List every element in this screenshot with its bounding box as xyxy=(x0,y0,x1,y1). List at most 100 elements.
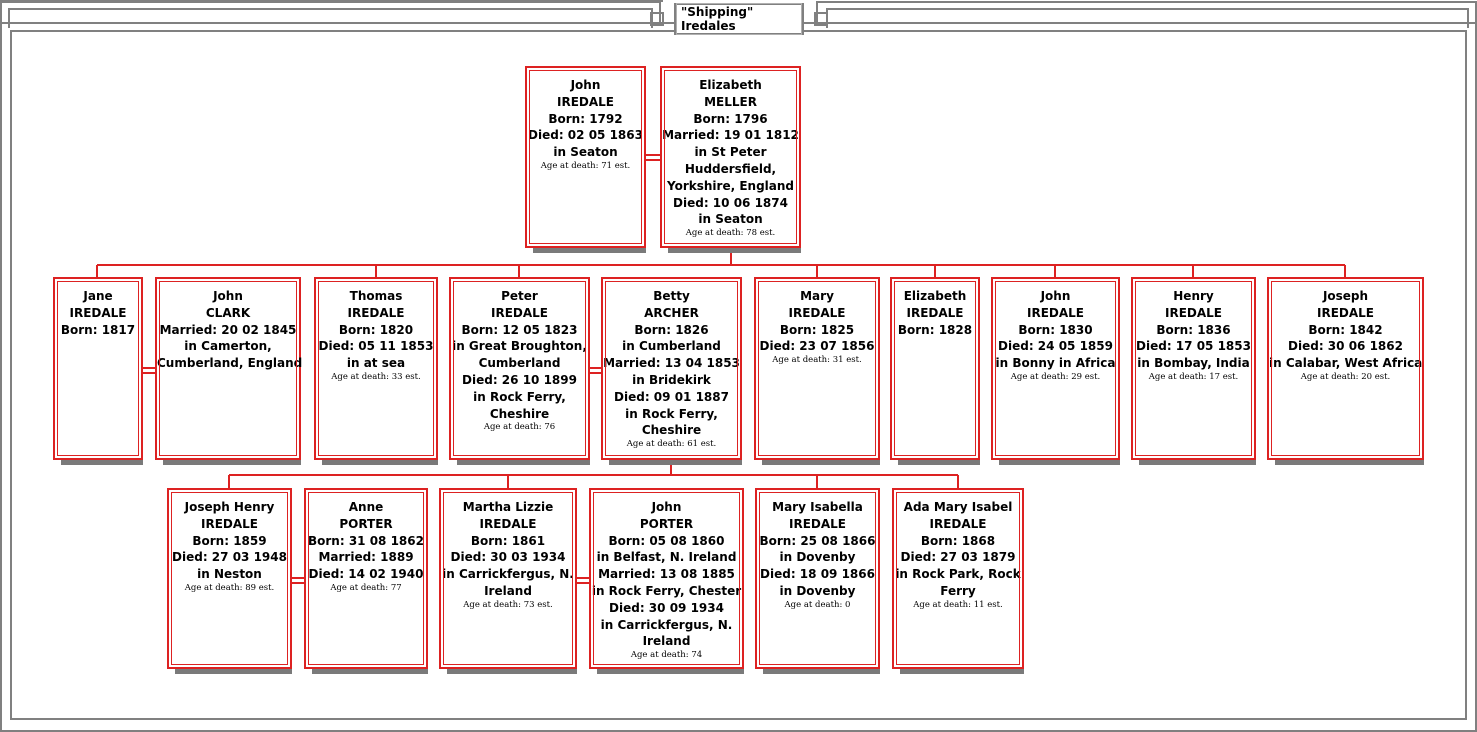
person-detail: Born: 25 08 1866 xyxy=(759,533,876,548)
card-shadow xyxy=(898,460,980,465)
person-given-name: Martha Lizzie xyxy=(462,500,554,514)
person-given-name: Ada Mary Isabel xyxy=(903,500,1013,514)
card-shadow xyxy=(322,460,438,465)
person-detail: in Great Broughton, xyxy=(452,339,587,354)
person-surname: IREDALE xyxy=(789,516,846,531)
person-detail: Ireland xyxy=(642,634,691,649)
person-given-name: Mary Isabella xyxy=(772,500,863,514)
person-detail: in Neston xyxy=(197,567,262,582)
person-detail: Died: 18 09 1866 xyxy=(760,567,875,582)
person-detail: Ferry xyxy=(940,583,976,598)
person-detail: in Carrickfergus, N. xyxy=(600,617,733,632)
card-shadow xyxy=(1139,460,1256,465)
card-shadow xyxy=(999,460,1120,465)
chart-title-box: "Shipping" Iredales xyxy=(674,3,804,35)
person-detail: in Rock Ferry, xyxy=(473,389,566,404)
person-detail: Cheshire xyxy=(641,423,702,438)
person-detail: Married: 20 02 1845 xyxy=(159,322,297,337)
person-detail: Married: 13 08 1885 xyxy=(598,567,735,582)
card-shadow xyxy=(457,460,590,465)
person-detail: Died: 30 03 1934 xyxy=(450,550,566,565)
person-given-name: John xyxy=(1040,289,1071,303)
person-detail: Born: 1826 xyxy=(634,322,709,337)
person-detail: Died: 09 01 1887 xyxy=(614,389,729,404)
person-surname: PORTER xyxy=(639,516,694,531)
card-shadow xyxy=(762,460,880,465)
person-detail: in Bridekirk xyxy=(632,372,711,387)
person-surname: CLARK xyxy=(205,305,251,320)
person-detail: in Seaton xyxy=(553,145,618,160)
person-detail: in Seaton xyxy=(698,212,763,227)
person-detail: Born: 1861 xyxy=(470,533,546,548)
person-detail: in Rock Ferry, Chester xyxy=(591,583,742,598)
age-at-death: Age at death: 61 est. xyxy=(626,439,717,450)
age-at-death: Age at death: 76 xyxy=(483,422,556,433)
person-surname: IREDALE xyxy=(1165,305,1222,320)
person-detail: Born: 05 08 1860 xyxy=(608,533,725,548)
card-shadow xyxy=(175,669,292,674)
person-detail: Born: 1836 xyxy=(1156,322,1231,337)
person-given-name: Elizabeth xyxy=(903,289,967,303)
person-detail: Died: 26 10 1899 xyxy=(462,372,577,387)
person-detail: in Dovenby xyxy=(779,550,856,565)
card-shadow xyxy=(609,460,742,465)
person-detail: in Cumberland xyxy=(622,339,721,354)
person-detail: in Bombay, India xyxy=(1137,356,1250,371)
person-surname: IREDALE xyxy=(788,305,846,320)
person-detail: Huddersfield, xyxy=(684,161,777,176)
age-at-death: Age at death: 89 est. xyxy=(184,582,275,593)
person-detail: in Rock Park, Rock xyxy=(895,567,1021,582)
person-detail: Born: 1830 xyxy=(1018,322,1093,337)
person-detail: in Dovenby xyxy=(779,583,856,598)
person-detail: in Calabar, West Africa xyxy=(1269,356,1423,371)
person-detail: Ireland xyxy=(484,583,532,598)
person-surname: ARCHER xyxy=(644,305,699,320)
person-detail: Died: 23 07 1856 xyxy=(759,339,875,354)
age-at-death: Age at death: 71 est. xyxy=(540,160,631,171)
age-at-death: Age at death: 77 xyxy=(330,582,402,593)
person-detail: Born: 1828 xyxy=(897,322,973,337)
age-at-death: Age at death: 0 xyxy=(784,599,851,610)
card-shadow xyxy=(312,669,428,674)
person-given-name: Joseph xyxy=(1322,289,1369,303)
person-given-name: John xyxy=(570,78,601,92)
person-detail: in Carrickfergus, N. xyxy=(442,567,574,582)
person-given-name: Jane xyxy=(83,289,113,303)
person-given-name: Peter xyxy=(501,289,538,303)
card-shadow xyxy=(447,669,577,674)
person-detail: Born: 1796 xyxy=(693,111,768,126)
person-detail: Born: 31 08 1862 xyxy=(308,533,424,548)
person-detail: Died: 05 11 1853 xyxy=(318,339,434,354)
age-at-death: Age at death: 29 est. xyxy=(1010,371,1101,382)
person-detail: Born: 1842 xyxy=(1308,322,1383,337)
person-detail: in Camerton, xyxy=(184,339,272,354)
person-surname: IREDALE xyxy=(201,516,258,531)
person-detail: Yorkshire, England xyxy=(667,178,794,193)
person-given-name: Anne xyxy=(348,500,384,514)
chart-title: "Shipping" Iredales xyxy=(676,3,802,35)
person-detail: Married: 1889 xyxy=(318,550,414,565)
person-detail: Cumberland xyxy=(478,356,561,371)
person-given-name: Elizabeth xyxy=(699,78,762,92)
person-given-name: Henry xyxy=(1173,289,1214,303)
person-surname: PORTER xyxy=(339,516,393,531)
